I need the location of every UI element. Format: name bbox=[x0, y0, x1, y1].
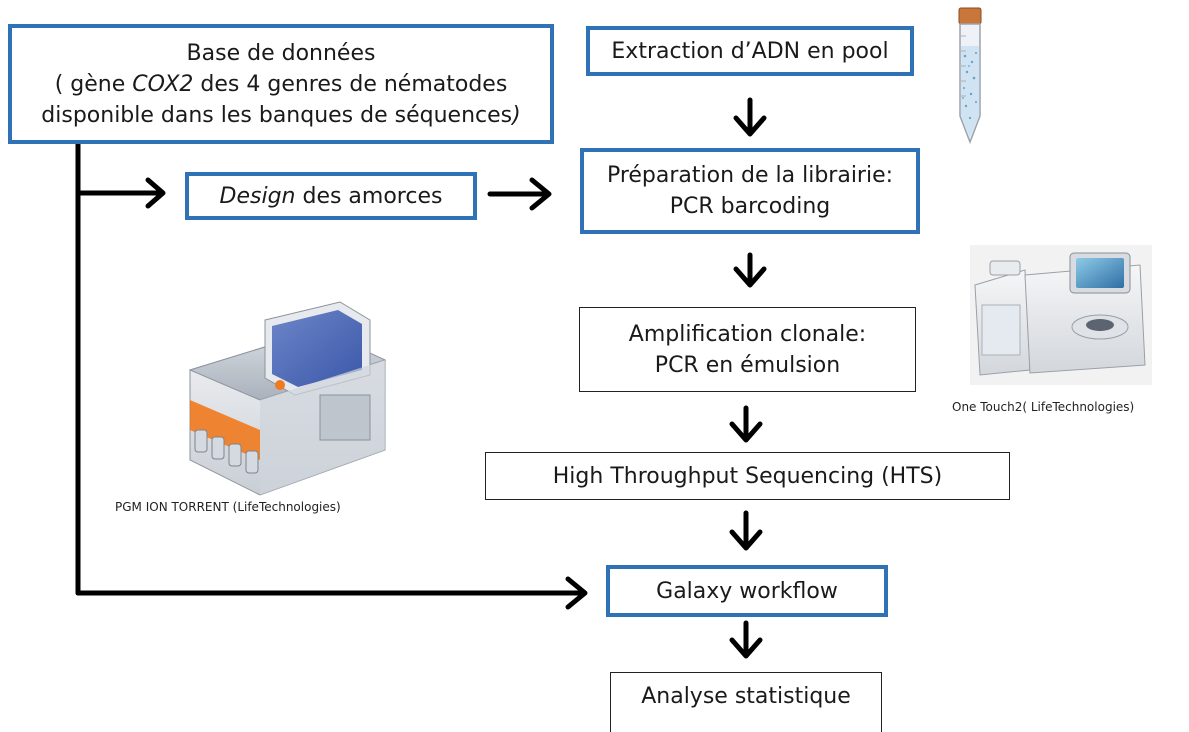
database-line2: ( gène COX2 des 4 genres de nématodes bbox=[55, 69, 508, 100]
clonal-box: Amplification clonale: PCR en émulsion bbox=[579, 307, 916, 392]
db-to-galaxy-arrowhead bbox=[565, 576, 588, 610]
onetouch-instrument-illustration bbox=[970, 245, 1152, 385]
pgm-caption: PGM ION TORRENT (LifeTechnologies) bbox=[115, 500, 341, 514]
extraction-label: Extraction d’ADN en pool bbox=[611, 38, 889, 64]
database-box: Base de données ( gène COX2 des 4 genres… bbox=[8, 24, 554, 144]
design-to-library-arrowhead bbox=[529, 177, 552, 211]
tube-illustration bbox=[958, 7, 982, 145]
clonal-line1: Amplification clonale: bbox=[628, 321, 867, 347]
galaxy-box: Galaxy workflow bbox=[606, 565, 888, 617]
database-line2-post: des 4 genres de nématodes bbox=[193, 71, 508, 97]
database-line2-gene: COX2 bbox=[132, 71, 194, 97]
extraction-box: Extraction d’ADN en pool bbox=[586, 26, 914, 76]
stats-box: Analyse statistique bbox=[610, 672, 882, 732]
library-box: Préparation de la librairie: PCR barcodi… bbox=[580, 148, 920, 234]
extraction-to-library-arrow bbox=[733, 97, 767, 137]
design-box: Design des amorces bbox=[185, 172, 477, 220]
hts-to-galaxy-arrow bbox=[729, 510, 763, 551]
database-line3-paren: ) bbox=[512, 102, 521, 128]
design-label-em: Design bbox=[219, 183, 296, 209]
library-to-clonal-arrow bbox=[733, 252, 767, 288]
clonal-to-hts-arrow bbox=[729, 405, 763, 443]
design-label-rest: des amorces bbox=[295, 183, 443, 209]
pgm-sequencer-illustration bbox=[188, 301, 387, 496]
stats-label: Analyse statistique bbox=[641, 684, 851, 709]
onetouch-caption: One Touch2( LifeTechnologies) bbox=[952, 400, 1135, 414]
galaxy-label: Galaxy workflow bbox=[656, 578, 838, 604]
database-line3: disponible dans les banques de séquences… bbox=[41, 100, 520, 131]
library-line1: Préparation de la librairie: bbox=[606, 163, 894, 188]
database-line2-pre: ( gène bbox=[54, 71, 133, 97]
database-line3-text: disponible dans les banques de séquences bbox=[41, 102, 513, 128]
database-line1: Base de données bbox=[186, 40, 376, 66]
hts-box: High Throughput Sequencing (HTS) bbox=[485, 452, 1010, 500]
hts-label: High Throughput Sequencing (HTS) bbox=[552, 463, 943, 489]
db-to-design-arrowhead bbox=[145, 177, 166, 209]
library-line2: PCR barcoding bbox=[669, 194, 831, 219]
galaxy-to-stats-arrow bbox=[729, 620, 763, 659]
clonal-line2: PCR en émulsion bbox=[654, 352, 841, 378]
